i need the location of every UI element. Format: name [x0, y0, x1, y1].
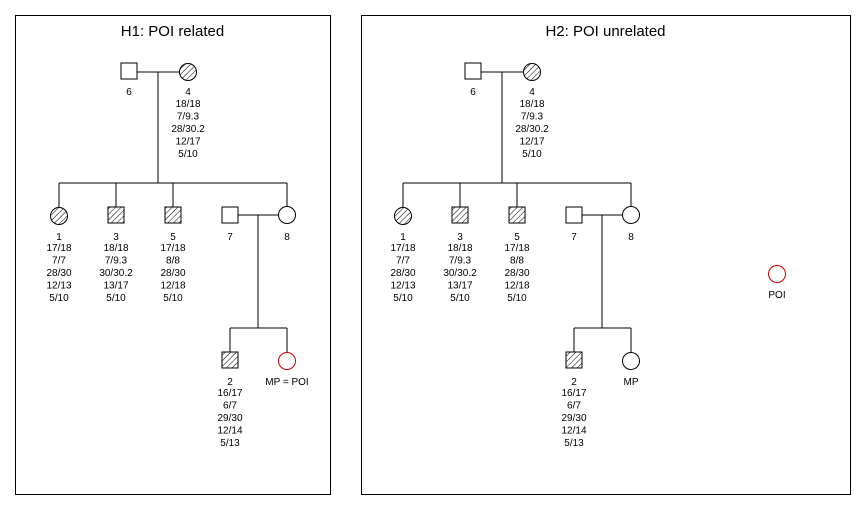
child-genotype: 5/10	[450, 293, 470, 304]
child-genotype: 8/8	[166, 256, 180, 267]
spouse-symbol	[221, 206, 239, 224]
child-genotype: 8/8	[510, 256, 524, 267]
child-label: 3	[457, 232, 463, 243]
mother-genotype: 18/18	[519, 99, 544, 110]
child-genotype: 30/30.2	[99, 268, 133, 279]
grandson-genotype: 5/13	[220, 438, 240, 449]
father-symbol	[464, 62, 482, 80]
child-genotype: 28/30	[390, 268, 415, 279]
grandson-label: 2	[571, 377, 577, 388]
child-genotype: 28/30	[504, 268, 529, 279]
panel-title: H1: POI related	[121, 23, 224, 40]
child-genotype: 12/18	[504, 281, 529, 292]
grandson-symbol	[221, 351, 239, 369]
mother-genotype: 5/10	[522, 149, 542, 160]
father-label: 6	[470, 87, 476, 98]
grandson-genotype: 29/30	[217, 413, 242, 424]
child-genotype: 28/30	[160, 268, 185, 279]
child-genotype: 5/10	[393, 293, 413, 304]
poi-label: POI	[768, 290, 785, 301]
panel-border	[361, 15, 851, 495]
grandson-symbol	[565, 351, 583, 369]
grandson-label: 2	[227, 377, 233, 388]
daughter-label: 8	[284, 232, 290, 243]
panel-border	[15, 15, 331, 495]
mother-genotype: 28/30.2	[171, 124, 205, 135]
mother-genotype: 5/10	[178, 149, 198, 160]
child-genotype: 13/17	[103, 281, 128, 292]
child-symbol	[508, 206, 526, 224]
spouse-label: 7	[571, 232, 577, 243]
child-genotype: 7/7	[52, 256, 66, 267]
child-genotype: 17/18	[160, 243, 185, 254]
mother-label: 4	[529, 87, 535, 98]
child-genotype: 18/18	[103, 243, 128, 254]
child-genotype: 12/13	[46, 281, 71, 292]
father-symbol	[120, 62, 138, 80]
missing-person-label: MP = POI	[265, 377, 308, 388]
missing-person-symbol	[278, 352, 296, 370]
child-genotype: 7/7	[396, 256, 410, 267]
grandson-genotype: 29/30	[561, 413, 586, 424]
father-label: 6	[126, 87, 132, 98]
child-genotype: 17/18	[504, 243, 529, 254]
missing-person-label: MP	[624, 377, 639, 388]
daughter-symbol	[278, 206, 296, 224]
child-genotype: 5/10	[106, 293, 126, 304]
mother-genotype: 7/9.3	[521, 112, 544, 123]
child-label: 1	[400, 232, 406, 243]
child-genotype: 13/17	[447, 281, 472, 292]
spouse-label: 7	[227, 232, 233, 243]
daughter-label: 8	[628, 232, 634, 243]
child-genotype: 12/18	[160, 281, 185, 292]
child-genotype: 17/18	[46, 243, 71, 254]
child-genotype: 5/10	[49, 293, 69, 304]
child-label: 3	[113, 232, 119, 243]
panel-title: H2: POI unrelated	[545, 23, 665, 40]
child-label: 1	[56, 232, 62, 243]
grandson-genotype: 6/7	[223, 401, 237, 412]
mother-genotype: 18/18	[175, 99, 200, 110]
daughter-symbol	[622, 206, 640, 224]
child-genotype: 18/18	[447, 243, 472, 254]
grandson-genotype: 12/14	[561, 426, 586, 437]
child-label: 5	[514, 232, 520, 243]
grandson-genotype: 16/17	[217, 388, 242, 399]
child-genotype: 5/10	[507, 293, 527, 304]
child-symbol	[164, 206, 182, 224]
grandson-genotype: 16/17	[561, 388, 586, 399]
child-symbol	[50, 207, 68, 225]
grandson-genotype: 5/13	[564, 438, 584, 449]
child-genotype: 30/30.2	[443, 268, 477, 279]
child-symbol	[451, 206, 469, 224]
poi-symbol	[768, 265, 786, 283]
grandson-genotype: 12/14	[217, 426, 242, 437]
mother-label: 4	[185, 87, 191, 98]
missing-person-symbol	[622, 352, 640, 370]
child-genotype: 17/18	[390, 243, 415, 254]
mother-symbol	[179, 63, 197, 81]
mother-genotype: 12/17	[519, 137, 544, 148]
child-genotype: 28/30	[46, 268, 71, 279]
child-label: 5	[170, 232, 176, 243]
child-genotype: 5/10	[163, 293, 183, 304]
mother-genotype: 7/9.3	[177, 112, 200, 123]
child-symbol	[394, 207, 412, 225]
mother-genotype: 28/30.2	[515, 124, 549, 135]
mother-symbol	[523, 63, 541, 81]
spouse-symbol	[565, 206, 583, 224]
child-symbol	[107, 206, 125, 224]
child-genotype: 7/9.3	[105, 256, 128, 267]
mother-genotype: 12/17	[175, 137, 200, 148]
child-genotype: 7/9.3	[449, 256, 472, 267]
grandson-genotype: 6/7	[567, 401, 581, 412]
child-genotype: 12/13	[390, 281, 415, 292]
